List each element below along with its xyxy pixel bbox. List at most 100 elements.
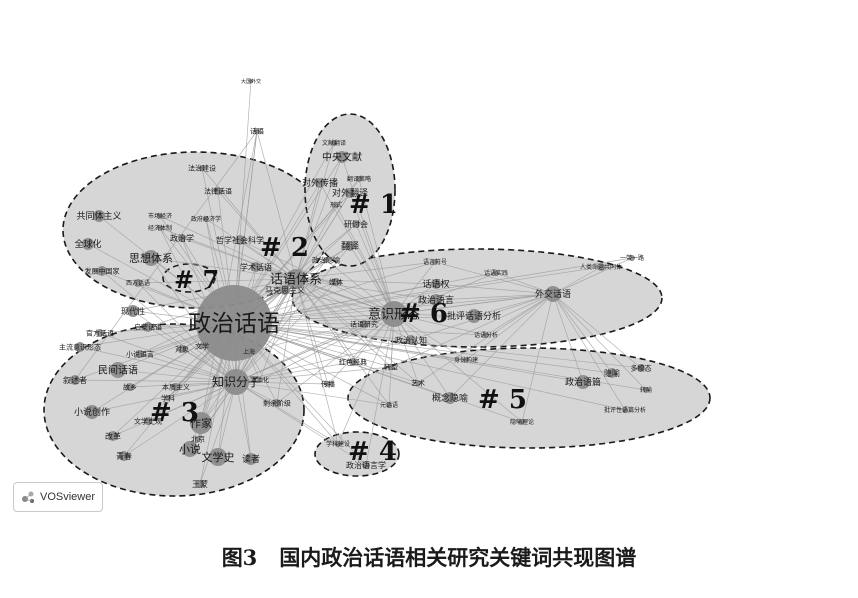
keyword-node — [444, 392, 456, 404]
figure-number: 图3 — [221, 545, 258, 570]
keyword-label: 研讨会 — [344, 219, 368, 229]
keyword-label: 政治语言 — [418, 294, 454, 306]
keyword-node — [214, 187, 222, 195]
keyword-label: 话语分析 — [474, 331, 498, 339]
link-line — [473, 293, 554, 317]
keyword-node — [178, 234, 186, 242]
vosviewer-label: VOSviewer — [40, 491, 96, 503]
keyword-label: 本土化 — [251, 376, 269, 384]
link-line — [233, 322, 613, 374]
keyword-label: 启蒙话语 — [134, 322, 162, 331]
cluster-labels: # 1 # 2 # 3 # 4 # 5 # 6 # 7 — [150, 190, 527, 467]
link-line — [295, 278, 329, 385]
keyword-label: 语言符号 — [423, 258, 447, 266]
link-line — [552, 293, 613, 374]
keyword-label: 形式 — [330, 201, 342, 209]
keyword-node — [196, 480, 204, 488]
link-line — [295, 156, 343, 280]
link-line — [435, 293, 554, 301]
keyword-node — [336, 151, 348, 163]
link-line — [137, 278, 297, 284]
keyword-node — [360, 320, 368, 328]
keyword-label: 人类命运共同体 — [580, 263, 622, 271]
keyword-cooccurrence-network: 政治话语话语体系知识分子作家文学史读者王蒙北京小说青春改革故乡小说创作民间话语叙… — [43, 78, 711, 497]
keyword-label: 意识形态 — [368, 307, 420, 323]
link-line — [199, 381, 237, 485]
keyword-label: 转型 — [384, 362, 398, 371]
keyword-label: 本质主义 — [162, 382, 190, 391]
link-line — [235, 361, 354, 383]
link-line — [337, 313, 395, 445]
link-line — [259, 313, 395, 381]
keyword-label: 法治建设 — [188, 163, 216, 172]
keyword-label: 红色经典 — [339, 357, 367, 366]
cluster-label-3: # 3 — [150, 398, 199, 428]
link-line — [327, 313, 395, 385]
keyword-node — [432, 259, 438, 265]
link-line — [552, 293, 626, 411]
keyword-label: 多模态 — [631, 363, 652, 372]
link-line — [393, 293, 554, 315]
keyword-label: 艺术 — [411, 378, 425, 387]
keyword-node — [134, 279, 142, 287]
link-line — [233, 266, 602, 324]
keyword-node — [119, 451, 129, 461]
keyword-label: 北京 — [191, 434, 205, 443]
keyword-label: 官方话语 — [86, 328, 114, 337]
cluster-area-5 — [347, 347, 711, 449]
keyword-node — [345, 241, 355, 251]
keyword-node — [126, 383, 134, 391]
link-line — [365, 313, 395, 466]
keyword-node — [182, 441, 198, 457]
link-line — [159, 215, 297, 280]
keyword-label: 思想体系 — [129, 251, 173, 265]
keyword-label: 发展中国家 — [85, 266, 120, 275]
link-line — [239, 239, 297, 280]
keyword-label: 政治认知 — [395, 335, 427, 345]
keyword-node — [607, 368, 617, 378]
keyword-label: 民间话语 — [98, 364, 138, 377]
link-line — [139, 353, 237, 383]
link-line — [435, 283, 554, 295]
link-line — [295, 278, 339, 445]
link-line — [235, 381, 367, 466]
keyword-label: 叙述者 — [63, 375, 87, 385]
keyword-label: 剩余阶级 — [263, 398, 291, 407]
link-line — [393, 272, 497, 315]
link-line — [295, 278, 390, 406]
cluster-area-3 — [43, 323, 305, 497]
keyword-node — [323, 257, 329, 263]
link-line — [123, 381, 237, 457]
keyword-node — [199, 343, 205, 349]
keyword-label: 对象 — [175, 344, 189, 353]
keyword-node — [93, 210, 105, 222]
keyword-node — [246, 349, 252, 355]
keyword-node — [280, 285, 290, 295]
link-line — [393, 313, 487, 336]
link-line — [495, 272, 554, 295]
keyword-label: 大国外交 — [241, 78, 261, 85]
link-line — [552, 257, 633, 295]
link-line — [137, 282, 237, 383]
keyword-node — [178, 345, 186, 353]
keyword-node — [157, 225, 163, 231]
keyword-label: 王蒙 — [192, 479, 208, 489]
keyword-node — [108, 431, 118, 441]
keyword-node — [235, 235, 245, 245]
keyword-node — [190, 412, 212, 434]
link-line — [390, 293, 554, 368]
keyword-label: 批评性语篇分析 — [604, 406, 646, 414]
keyword-label: 经济体制 — [148, 224, 172, 232]
keyword-label: 共同体主义 — [76, 210, 121, 222]
keyword-label: 哲学社会科学 — [216, 235, 264, 245]
keyword-label: 学科 — [161, 393, 175, 402]
keyword-node — [223, 369, 249, 395]
keyword-label: 批评话语分析 — [447, 310, 501, 322]
keyword-node — [143, 322, 153, 332]
link-line — [197, 130, 258, 440]
keyword-node — [273, 399, 281, 407]
keyword-label: 小说 — [179, 442, 201, 456]
keyword-label: 读者 — [242, 453, 260, 465]
keyword-node — [199, 165, 205, 171]
keyword-nodes — [70, 79, 649, 488]
